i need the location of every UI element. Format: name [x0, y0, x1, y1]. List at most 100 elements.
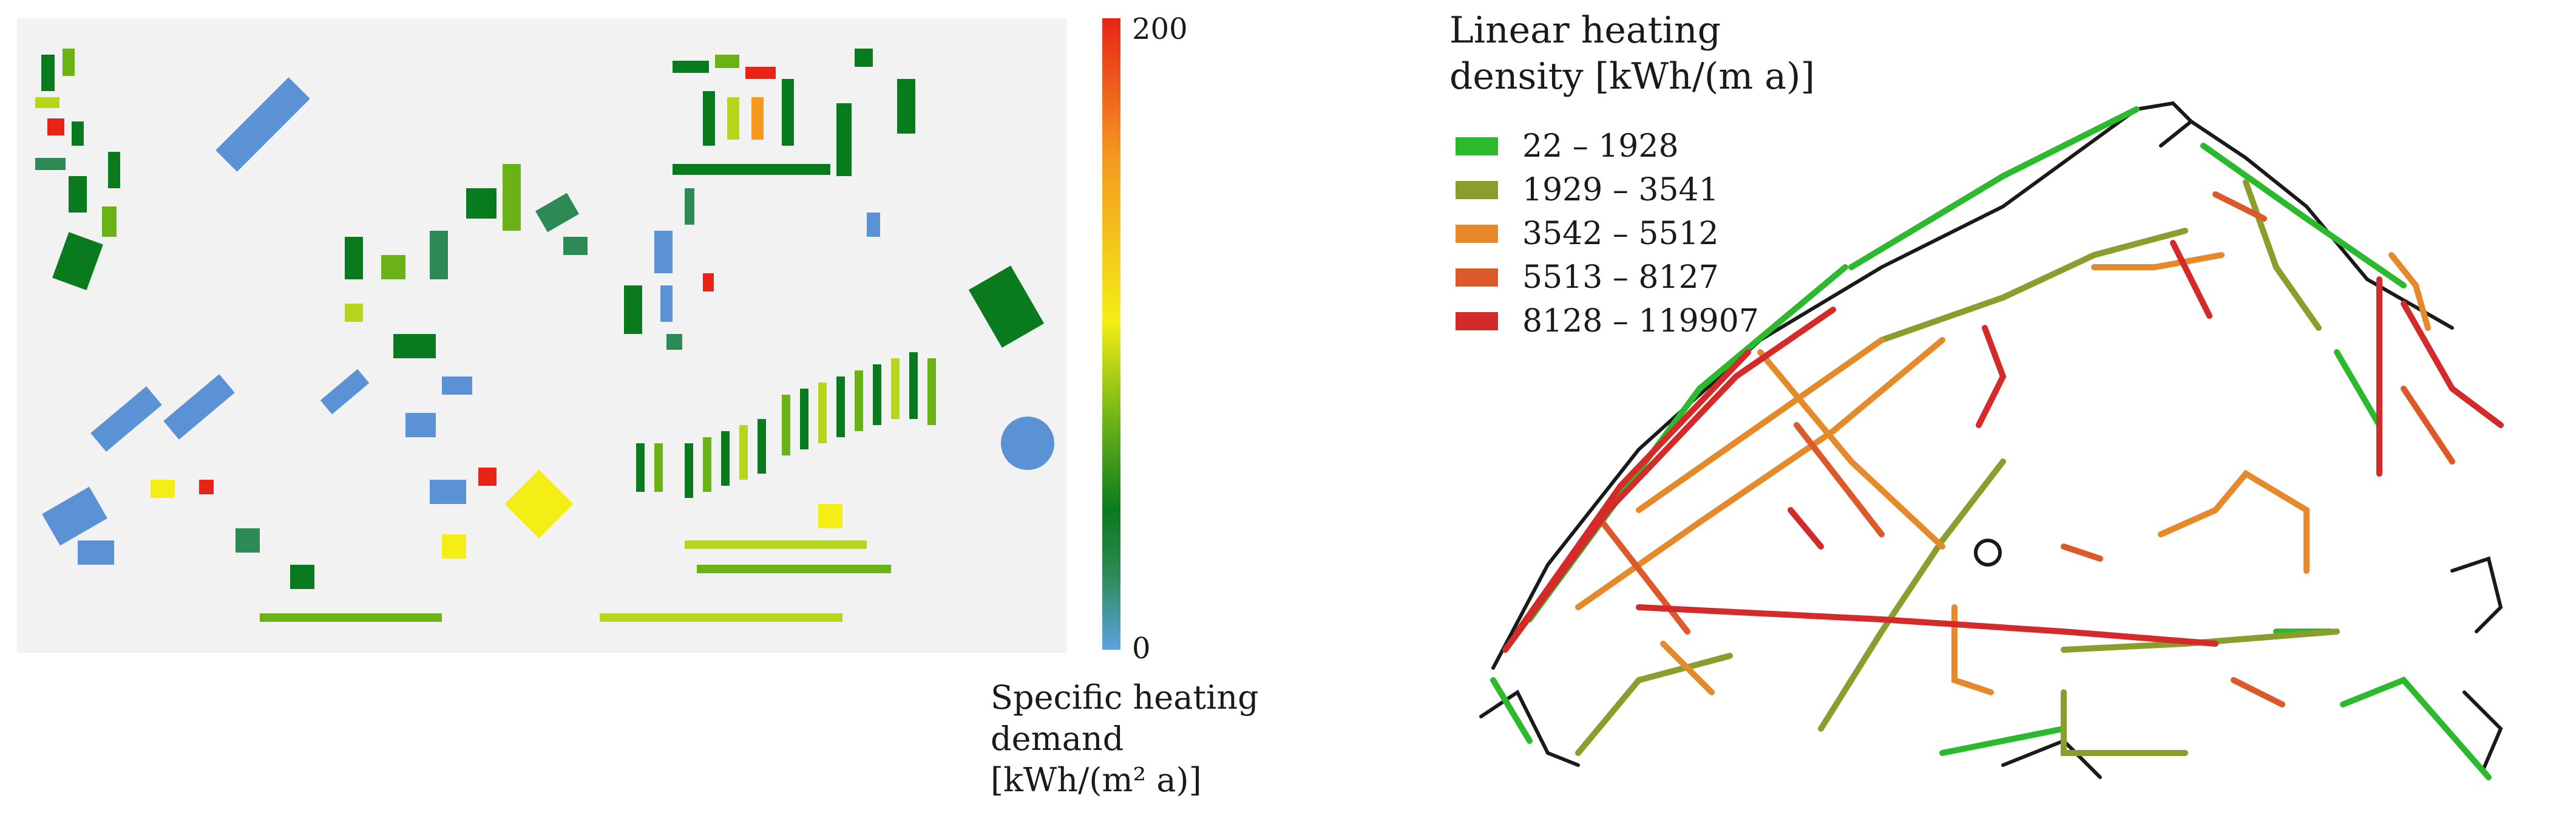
colorbar-min-label: 0	[1132, 632, 1151, 666]
colorbar-max-label: 200	[1132, 12, 1188, 46]
network-segment	[1636, 337, 1885, 513]
building	[685, 188, 694, 225]
building	[35, 158, 66, 170]
network-segment	[2212, 191, 2267, 222]
building	[836, 103, 852, 176]
network-segment-class-5	[1502, 240, 2504, 653]
building	[897, 79, 915, 134]
building	[891, 358, 900, 419]
building	[703, 437, 711, 492]
network-segment	[2401, 301, 2504, 428]
legend-item: 3542 – 5512	[1456, 212, 1759, 256]
building-demand-map	[17, 18, 1067, 653]
network-segment	[2170, 240, 2212, 319]
building	[47, 118, 64, 135]
building	[715, 55, 739, 68]
building	[666, 334, 682, 350]
colorbar-title: Specific heating demand [kWh/(m² a)]	[991, 677, 1282, 801]
colorbar-title-line: demand	[991, 720, 1124, 758]
network-segment	[2091, 252, 2225, 270]
building	[52, 232, 103, 290]
network-segment	[2231, 677, 2285, 707]
network-segment-class-4	[1599, 191, 2455, 707]
network-density-map	[1457, 85, 2568, 814]
building	[41, 55, 55, 91]
building	[63, 49, 75, 76]
building	[430, 480, 466, 504]
network-line	[1479, 689, 1580, 767]
network-segment	[1575, 653, 1733, 756]
network-segment	[1502, 307, 1836, 653]
building	[685, 540, 867, 549]
building	[42, 486, 107, 546]
network-line	[2001, 738, 2102, 779]
network-segment	[1788, 507, 1824, 550]
network-segment	[2158, 469, 2310, 574]
building	[199, 480, 214, 494]
building-cluster-center	[345, 164, 714, 395]
network-line	[2189, 120, 2454, 330]
network-segment	[1636, 604, 2218, 647]
building	[600, 613, 842, 622]
network-line	[1491, 101, 2194, 670]
building	[703, 273, 714, 291]
network-segment	[1951, 604, 1994, 695]
building	[855, 49, 873, 67]
building	[660, 285, 673, 322]
building-large-blue	[215, 77, 310, 172]
building	[867, 213, 880, 237]
building	[818, 504, 842, 528]
building-map-canvas	[35, 49, 1054, 622]
legend-label: 1929 – 3541	[1522, 172, 1719, 208]
building-round-blue	[1001, 417, 1054, 470]
building	[405, 413, 436, 437]
building	[563, 237, 588, 255]
building	[345, 237, 363, 279]
building	[855, 370, 863, 431]
building	[654, 443, 663, 492]
network-segment	[2401, 386, 2455, 465]
network-map-canvas	[1479, 101, 2504, 780]
legend-label: 8128 – 119907	[1522, 303, 1759, 339]
demand-colorbar	[1102, 18, 1120, 650]
building	[90, 386, 162, 452]
building-cluster-north	[673, 49, 915, 237]
network-segment	[2334, 349, 2382, 428]
network-segment	[1976, 325, 2007, 428]
network-segment	[2061, 689, 2188, 756]
building	[35, 97, 59, 108]
network-title-line: density [kWh/(m a)]	[1449, 55, 1815, 98]
building	[927, 358, 936, 425]
network-segment	[1939, 726, 2067, 756]
building	[72, 121, 84, 146]
building	[108, 152, 120, 188]
legend-item: 22 – 1928	[1456, 124, 1759, 168]
network-segment	[1660, 641, 1715, 695]
building	[163, 374, 235, 440]
network-segment	[1879, 228, 2188, 343]
legend-item: 5513 – 8127	[1456, 256, 1759, 299]
building-rows-se	[260, 352, 936, 622]
building	[739, 425, 748, 480]
network-segment	[2340, 676, 2492, 780]
network-title-line: Linear heating	[1449, 9, 1721, 52]
building	[393, 334, 436, 358]
building	[442, 376, 472, 395]
network-segment	[2388, 252, 2431, 331]
building	[624, 285, 642, 334]
building	[466, 188, 497, 219]
building-cluster-sw	[42, 369, 497, 589]
building-large-green	[968, 265, 1045, 348]
legend-swatch	[1456, 137, 1498, 155]
legend-swatch	[1456, 181, 1498, 199]
building	[503, 164, 521, 231]
network-segment	[2243, 179, 2322, 331]
building	[758, 419, 766, 474]
network-segment-class-2	[1575, 179, 2340, 756]
network-segment	[1490, 677, 1533, 744]
building	[290, 565, 314, 589]
building	[430, 231, 448, 279]
network-roundabout	[1974, 539, 2002, 567]
building	[836, 376, 845, 437]
